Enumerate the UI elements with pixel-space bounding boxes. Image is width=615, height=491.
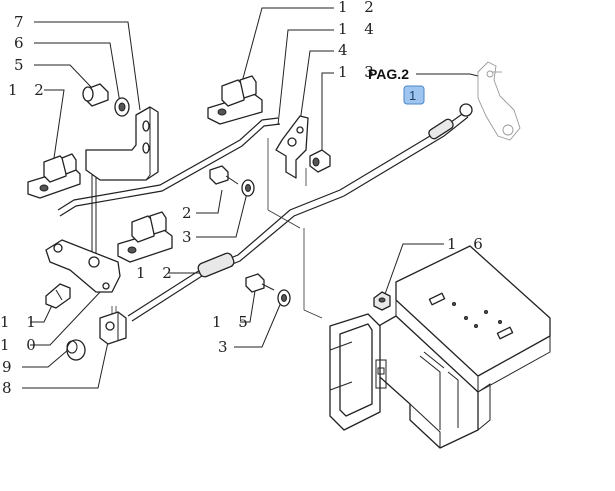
callout-11: 1 1 [0, 313, 42, 331]
part-12-clamp-left [27, 153, 81, 199]
mounting-plate-assembly [329, 245, 551, 449]
callout-5: 5 [14, 56, 30, 74]
callout-12-top: 1 2 [338, 0, 380, 16]
leader-10 [30, 289, 103, 346]
upper-rod-edge [59, 123, 281, 217]
leader-15 [240, 284, 257, 323]
leader-16 [383, 243, 444, 298]
part-2-bolt [209, 165, 239, 185]
callout-14: 1 4 [338, 20, 380, 38]
part-8-connector [99, 311, 127, 345]
callout-15: 1 5 [212, 313, 254, 331]
part-12-clamp-mid [117, 211, 173, 263]
leader-12-left [44, 89, 65, 159]
page-reference-badge[interactable] [403, 85, 425, 105]
leader-12-top [241, 7, 334, 83]
part-3-washer-lower [277, 289, 291, 307]
part-11-clip [45, 283, 71, 309]
leader-14 [277, 29, 334, 126]
leader-8 [22, 341, 109, 389]
leader-5 [34, 64, 93, 89]
leader-7 [34, 21, 141, 111]
part-7-bracket [85, 106, 159, 181]
callout-12-mid: 1 2 [136, 264, 178, 282]
part-15-bolt [245, 273, 275, 293]
callout-12-left: 1 2 [8, 81, 50, 99]
callout-3-lower: 3 [218, 338, 234, 356]
callout-3-upper: 3 [182, 228, 198, 246]
callout-9: 9 [2, 358, 18, 376]
callout-16: 1 6 [447, 235, 489, 253]
part-6-washer [114, 97, 130, 117]
leader-pag2 [416, 73, 479, 77]
callout-6: 6 [14, 34, 30, 52]
callout-4: 4 [338, 41, 354, 59]
reference-lines [267, 138, 323, 319]
cables [57, 103, 473, 322]
part-12-clamp-top [207, 75, 263, 125]
cable-sleeve [197, 252, 235, 278]
leader-9 [22, 349, 69, 368]
callout-labels: 7 6 5 1 2 1 2 1 4 4 1 3 2 3 1 2 1 6 1 1 … [0, 0, 489, 397]
callout-7: 7 [14, 13, 30, 31]
page-reference[interactable]: PAG.2 1 [368, 66, 425, 105]
leader-2 [196, 189, 223, 214]
part-10-lever [45, 239, 121, 293]
cable-end-sleeve [428, 118, 454, 140]
page-reference-label[interactable]: PAG.2 [368, 66, 409, 82]
part-13-nut [309, 149, 331, 173]
referenced-lever-pag2 [477, 61, 521, 141]
part-5-bolt [82, 83, 109, 107]
leader-6 [34, 42, 121, 104]
part-14-bracket [275, 115, 309, 179]
upper-rod [57, 117, 279, 211]
leader-13 [321, 72, 334, 150]
part-3-washer-upper [241, 179, 255, 197]
callout-8: 8 [2, 379, 18, 397]
page-reference-badge-text: 1 [409, 88, 416, 103]
leader-4 [299, 50, 334, 123]
callout-13: 1 3 [338, 63, 380, 81]
cable-eye [459, 103, 473, 117]
callout-10: 1 0 [0, 336, 42, 354]
part-16-nut [373, 291, 391, 311]
leader-3-upper [196, 192, 248, 238]
callout-2: 2 [182, 204, 198, 222]
part-9-bushing [66, 339, 86, 361]
leader-3-lower [234, 299, 283, 348]
